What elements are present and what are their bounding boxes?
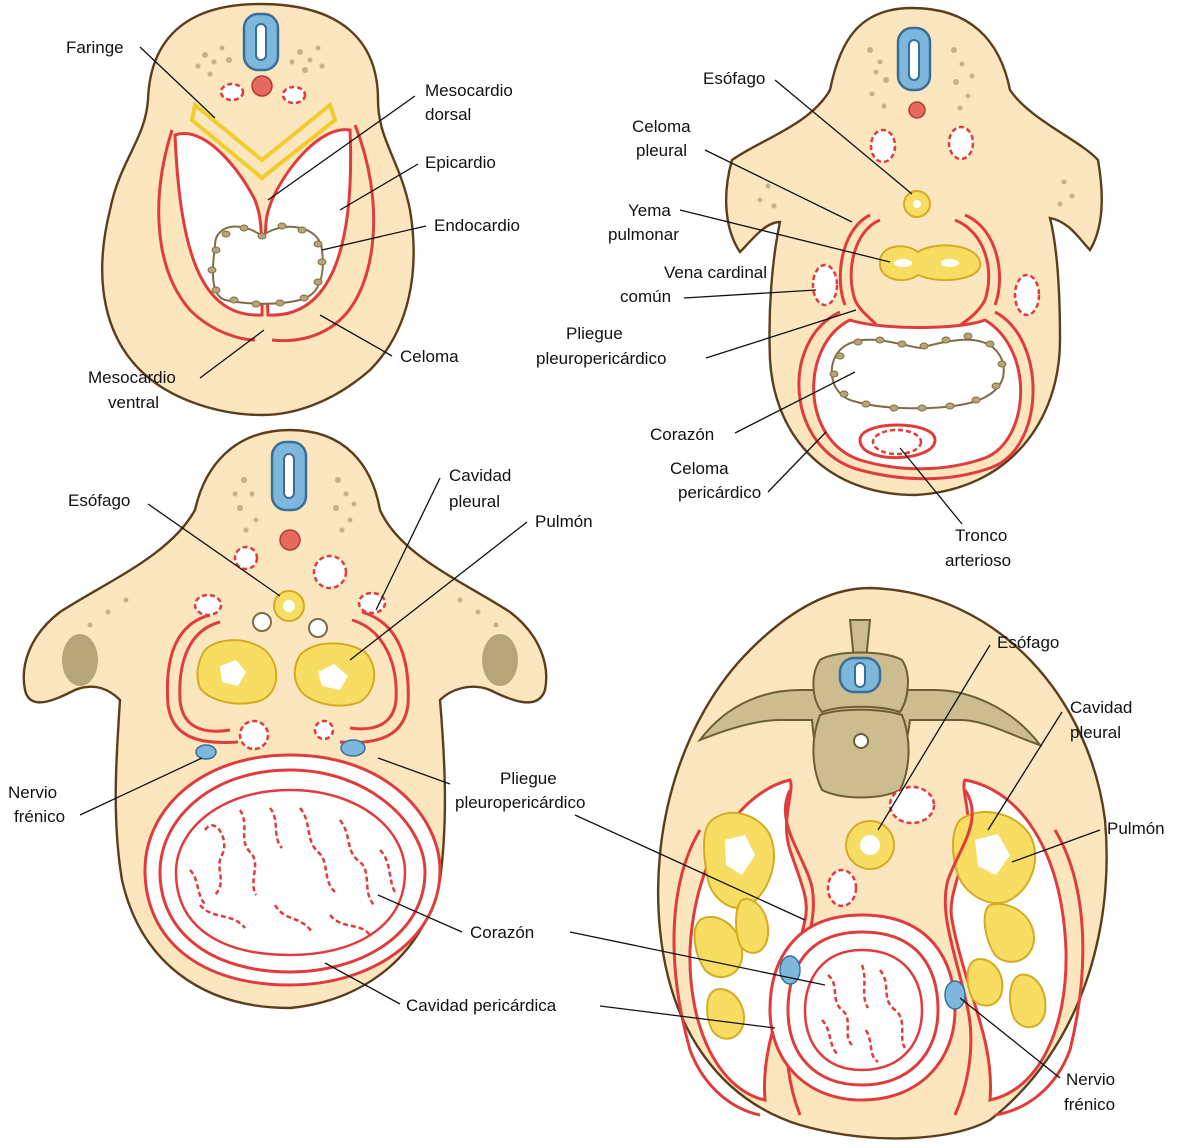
neural-canal: [909, 40, 919, 80]
vessel-right: [283, 87, 305, 103]
dorsal-aorta: [909, 102, 925, 118]
label-pulmon: Pulmón: [535, 512, 593, 531]
label-nervio-frenico-2: frénico: [1064, 1095, 1115, 1114]
limb-bud-right: [482, 634, 518, 686]
label-pliegue-1: Pliegue: [566, 324, 623, 343]
label-esofago: Esófago: [703, 69, 765, 88]
section-pleuropericardial-fold: Esófago Cavidad pleural Pulmón Nervio fr…: [8, 430, 593, 1015]
label-vena-cardinal-1: Vena cardinal: [664, 263, 767, 282]
label-nervio-frenico-2: frénico: [14, 807, 65, 826]
label-epicardio: Epicardio: [425, 153, 496, 172]
label-vena-cardinal-2: común: [620, 287, 671, 306]
label-pliegue-1: Pliegue: [500, 769, 557, 788]
label-celoma: Celoma: [400, 347, 459, 366]
label-mesocardio-ventral-2: ventral: [108, 393, 159, 412]
vein-left: [253, 613, 271, 631]
limb-bud-left: [62, 634, 98, 686]
label-cavidad-pleural-1: Cavidad: [1070, 698, 1132, 717]
vessel: [314, 556, 346, 588]
vena-cardinal-left: [813, 265, 837, 305]
label-esofago: Esófago: [997, 633, 1059, 652]
dorsal-aorta: [252, 76, 272, 96]
label-tronco-arterioso-2: arterioso: [945, 551, 1011, 570]
notochord-remnant: [854, 734, 868, 748]
label-yema-pulmonar-2: pulmonar: [608, 225, 679, 244]
truncus-arteriosus: [873, 430, 921, 454]
vena-cardinal-right: [1015, 275, 1039, 315]
neural-canal: [855, 663, 865, 687]
phrenic-nerve-left: [196, 745, 216, 759]
label-celoma-pleural-2: pleural: [636, 141, 687, 160]
vessel: [235, 547, 257, 569]
section-early-heart: Faringe Mesocardio dorsal Epicardio Endo…: [66, 4, 520, 415]
vessel-mid: [240, 721, 268, 749]
vertebral-body: [813, 710, 908, 798]
label-yema-pulmonar-1: Yema: [628, 201, 671, 220]
label-nervio-frenico-1: Nervio: [1066, 1070, 1115, 1089]
vessel-right: [949, 127, 973, 159]
heart-tube: [213, 226, 323, 303]
label-celoma-pericardico-1: Celoma: [670, 459, 729, 478]
label-pliegue-2: pleuropericárdico: [536, 349, 666, 368]
label-pliegue-2: pleuropericárdico: [455, 793, 585, 812]
label-cavidad-pleural-1: Cavidad: [449, 466, 511, 485]
label-cavidad-pleural-2: pleural: [449, 492, 500, 511]
section-pleural-cavities: Esófago Cavidad pleural Pulmón Nervio fr…: [570, 588, 1165, 1138]
heart-wall: [176, 790, 405, 955]
phrenic-nerve-right: [341, 740, 365, 756]
label-faringe: Faringe: [66, 38, 124, 57]
label-pulmon: Pulmón: [1107, 819, 1165, 838]
phrenic-nerve-right: [945, 981, 965, 1009]
label-cavidad-pericardica: Cavidad pericárdica: [406, 996, 557, 1015]
vessel-aorta: [828, 870, 856, 906]
label-esofago: Esófago: [68, 491, 130, 510]
label-tronco-arterioso-1: Tronco: [955, 526, 1007, 545]
vessel: [359, 593, 385, 613]
neural-canal: [284, 454, 294, 498]
label-corazon: Corazón: [650, 425, 714, 444]
label-corazon: Corazón: [470, 923, 534, 942]
vessel: [195, 595, 221, 615]
label-mesocardio-dorsal-2: dorsal: [425, 105, 471, 124]
label-nervio-frenico-1: Nervio: [8, 783, 57, 802]
vein-right: [309, 619, 327, 637]
label-celoma-pleural-1: Celoma: [632, 117, 691, 136]
dorsal-aorta: [280, 530, 300, 550]
vessel-top: [890, 787, 934, 823]
vessel-left: [221, 84, 243, 100]
neural-canal: [256, 24, 266, 60]
label-celoma-pericardico-2: pericárdico: [678, 483, 761, 502]
label-cavidad-pleural-2: pleural: [1070, 723, 1121, 742]
vessel-left: [871, 130, 895, 162]
label-mesocardio-ventral-1: Mesocardio: [88, 368, 176, 387]
vessel-mid-2: [315, 721, 333, 739]
section-lung-bud: Esófago Celoma pleural Yema pulmonar Ven…: [536, 8, 1102, 570]
label-endocardio: Endocardio: [434, 216, 520, 235]
label-mesocardio-dorsal-1: Mesocardio: [425, 81, 513, 100]
